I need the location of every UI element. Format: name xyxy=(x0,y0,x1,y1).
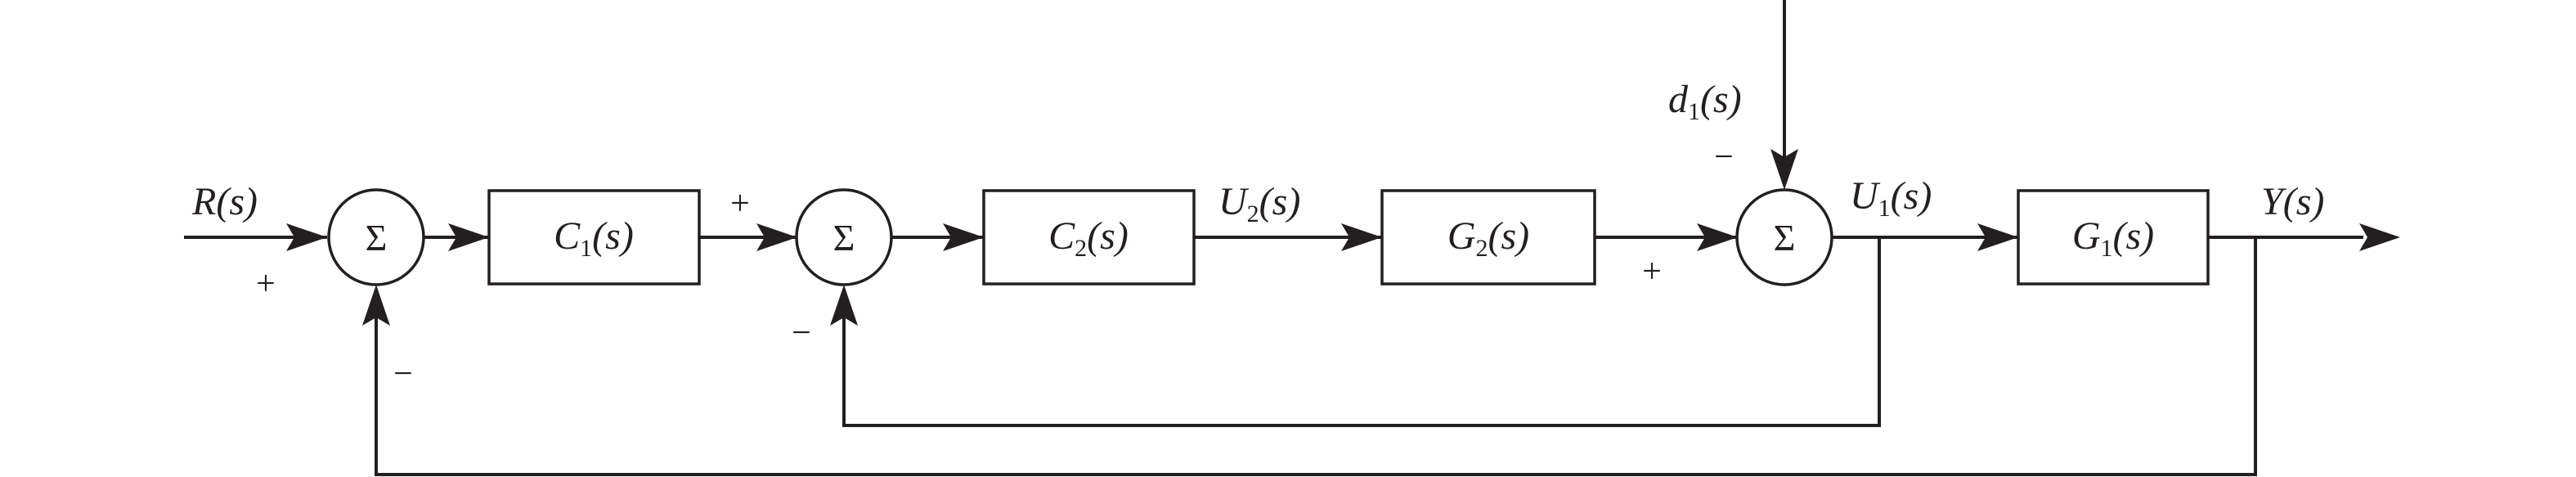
arrowhead-into-c2 xyxy=(943,223,984,251)
arrowhead-into-sum1 xyxy=(286,223,327,251)
summing-junction-1: Σ xyxy=(327,188,425,286)
block-g1: G1(s) xyxy=(2017,189,2210,286)
arrowhead-into-g1 xyxy=(1977,223,2018,251)
sign-sum3-input: + xyxy=(1642,253,1662,290)
arrowhead-into-c1 xyxy=(448,223,489,251)
signal-wires xyxy=(184,0,2363,476)
arrowhead-into-g2 xyxy=(1341,223,1382,251)
block-c2-label: C2(s) xyxy=(1048,214,1129,262)
summing-junction-2: Σ xyxy=(795,188,893,286)
arrowhead-into-sum2 xyxy=(756,223,797,251)
block-c1-label: C1(s) xyxy=(554,214,634,262)
signal-label-y: Y(s) xyxy=(2261,180,2324,223)
block-c2: C2(s) xyxy=(982,189,1196,286)
arrowhead-disturbance-down xyxy=(1770,149,1798,190)
sign-sum2-input: + xyxy=(730,185,750,223)
block-c1: C1(s) xyxy=(487,189,701,286)
arrowhead-outer-feedback-up xyxy=(362,285,390,326)
arrowheads xyxy=(286,149,2400,326)
sum1-sigma-symbol: Σ xyxy=(366,217,388,259)
sum3-sigma-symbol: Σ xyxy=(1774,217,1796,259)
sign-sum2-feedback: − xyxy=(792,314,811,352)
block-g2-label: G2(s) xyxy=(1447,214,1529,262)
arrowhead-into-sum3 xyxy=(1697,223,1738,251)
sign-sum1-input: + xyxy=(256,265,276,303)
block-g2: G2(s) xyxy=(1380,189,1596,286)
sum2-sigma-symbol: Σ xyxy=(833,217,855,259)
signal-label-r: R(s) xyxy=(191,180,258,223)
wire-inner-feedback xyxy=(842,237,1881,427)
signal-label-u1: U1(s) xyxy=(1850,174,1932,222)
sign-sum3-disturbance: − xyxy=(1714,138,1734,176)
arrowhead-inner-feedback-up xyxy=(830,285,858,326)
sign-sum1-feedback: − xyxy=(393,355,413,393)
signal-label-d1: d1(s) xyxy=(1668,78,1742,125)
signal-label-u2: U2(s) xyxy=(1218,180,1300,227)
wire-outer-feedback xyxy=(375,237,2257,476)
arrowhead-output-y xyxy=(2359,223,2400,251)
summing-junction-3: Σ xyxy=(1735,188,1833,286)
block-g1-label: G1(s) xyxy=(2072,214,2154,262)
